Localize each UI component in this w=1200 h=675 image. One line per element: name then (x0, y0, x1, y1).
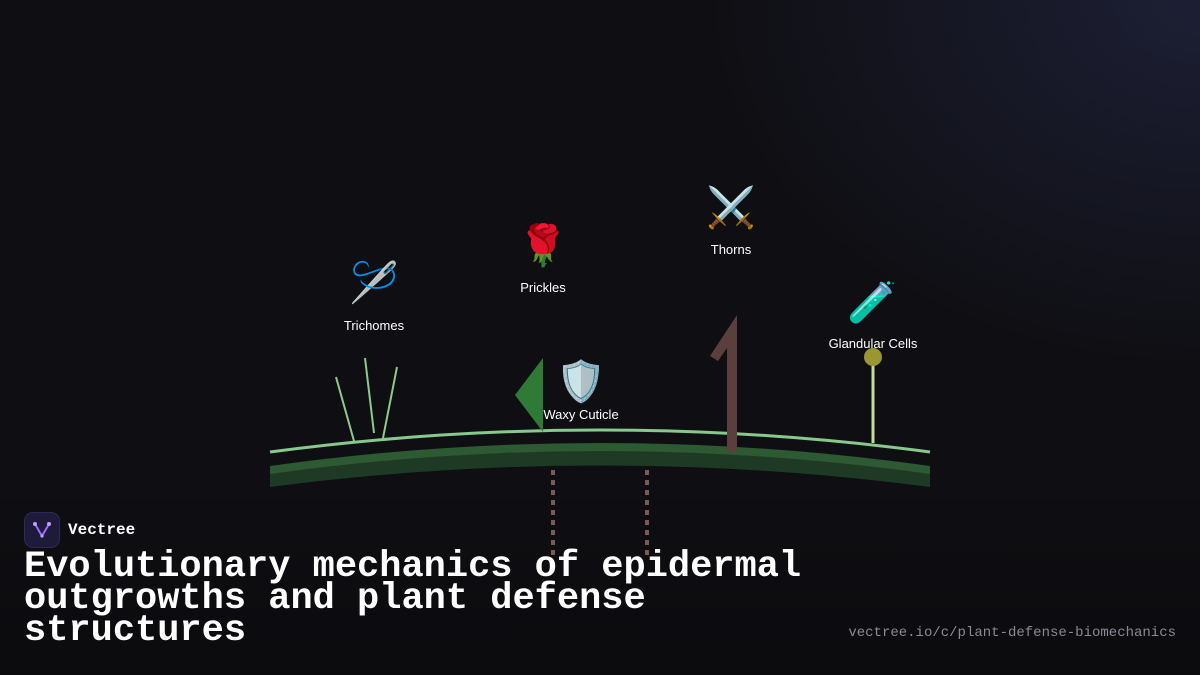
test-tube-icon: 🧪 (847, 280, 897, 326)
rose-icon: 🌹 (518, 223, 568, 269)
needle-thread-icon: 🪡 (349, 260, 399, 306)
epidermis-band-highlight (270, 443, 930, 474)
thorn-shape (710, 315, 737, 452)
prickle-shape (515, 358, 543, 432)
vectree-logo-icon (24, 512, 60, 548)
trichome-hair-1 (335, 376, 355, 442)
shield-icon: 🛡️ (556, 359, 606, 405)
label-thorns: Thorns (710, 242, 752, 257)
crossed-swords-icon: ⚔️ (706, 185, 756, 231)
brand-name: Vectree (68, 521, 136, 539)
gland-head (864, 348, 882, 366)
label-waxy-cuticle: Waxy Cuticle (543, 407, 619, 422)
page-title: Evolutionary mechanics of epidermal outg… (24, 546, 802, 652)
trichome-hair-3 (382, 366, 398, 439)
trichome-hair-2 (364, 357, 375, 434)
cuticle-surface-line (269, 428, 931, 454)
label-glandular-cells: Glandular Cells (828, 336, 918, 351)
epidermis-band (270, 447, 930, 487)
label-trichomes: Trichomes (343, 318, 405, 333)
brand[interactable]: Vectree (24, 512, 135, 548)
label-prickles: Prickles (520, 280, 566, 295)
source-url[interactable]: vectree.io/c/plant-defense-biomechanics (848, 625, 1176, 641)
